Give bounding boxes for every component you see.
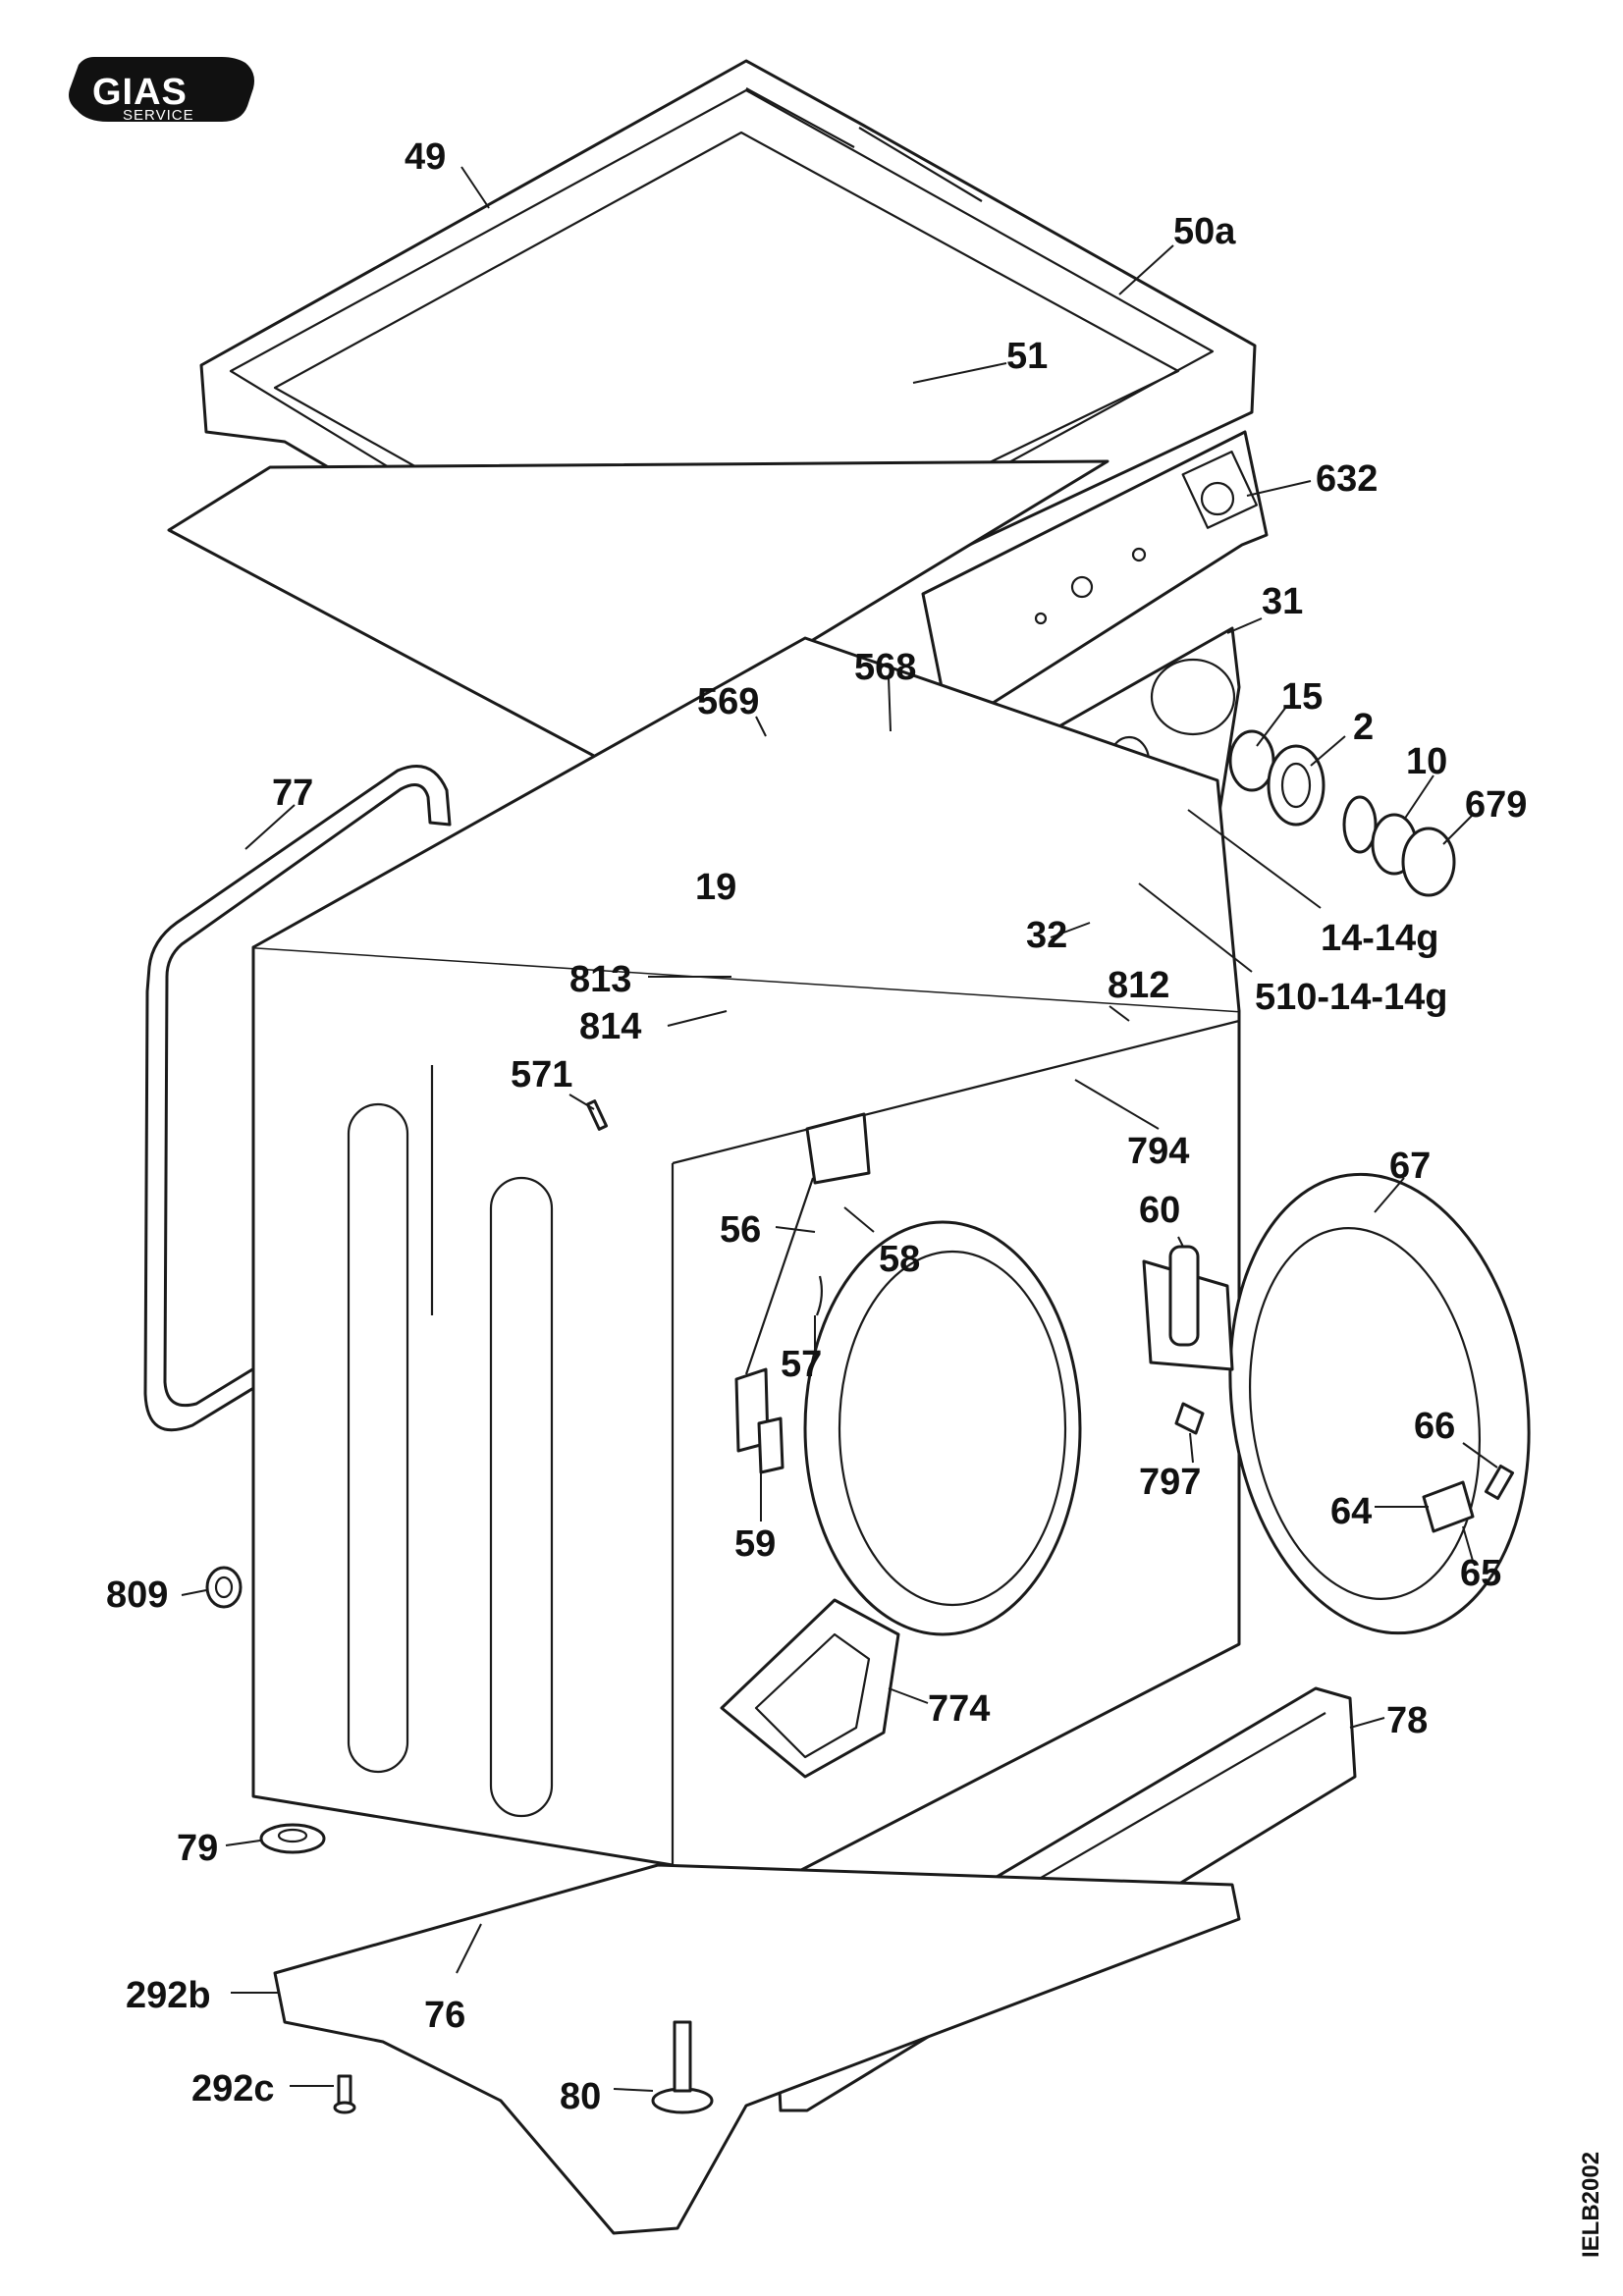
callout-58: 58 [879, 1239, 920, 1280]
callout-labels: 49 50a 51 632 31 568 569 15 2 10 679 77 … [106, 136, 1527, 2117]
callout-292c: 292c [191, 2068, 275, 2109]
callout-66: 66 [1414, 1406, 1455, 1447]
callout-571: 571 [511, 1054, 572, 1095]
callout-79: 79 [177, 1828, 218, 1869]
callout-65: 65 [1460, 1553, 1501, 1594]
callout-14-14g: 14-14g [1321, 918, 1438, 959]
callout-569: 569 [697, 681, 759, 722]
callout-76: 76 [424, 1995, 465, 2036]
callout-2: 2 [1353, 707, 1374, 748]
callout-50a: 50a [1173, 211, 1236, 252]
logo-brand-text: GIAS [92, 72, 188, 113]
callout-64: 64 [1330, 1491, 1372, 1532]
callout-60: 60 [1139, 1190, 1180, 1231]
cabinet-body [251, 636, 1241, 1936]
callout-679: 679 [1465, 784, 1527, 826]
callout-80: 80 [560, 2076, 601, 2117]
base-screw [333, 2074, 356, 2114]
callout-814: 814 [579, 1006, 641, 1047]
callout-49: 49 [405, 136, 446, 178]
callout-632: 632 [1316, 458, 1378, 500]
callout-510-14-14g: 510-14-14g [1255, 977, 1447, 1018]
callout-812: 812 [1108, 965, 1169, 1006]
drawing-code: IELB2002 [1578, 2152, 1604, 2258]
door-hinge [1142, 1245, 1234, 1435]
callout-57: 57 [781, 1344, 822, 1385]
callout-809: 809 [106, 1575, 168, 1616]
callout-51: 51 [1006, 336, 1048, 377]
worktop-panel [167, 459, 1109, 766]
door-latch [1422, 1465, 1515, 1533]
callout-78: 78 [1386, 1700, 1428, 1741]
callout-77: 77 [272, 773, 313, 814]
foot-pad [259, 1823, 326, 1854]
callout-774: 774 [928, 1688, 990, 1730]
grommet [205, 1566, 243, 1609]
door-interlock [734, 1112, 871, 1474]
door-assembly [1228, 1172, 1531, 1635]
callout-59: 59 [734, 1523, 776, 1565]
lower-panel-handle [720, 1598, 900, 1779]
callout-10: 10 [1406, 741, 1447, 782]
logo-subtitle-text: SERVICE [123, 107, 194, 124]
selector-knob-assembly [1228, 729, 1456, 897]
callout-32: 32 [1026, 915, 1067, 956]
callout-15: 15 [1281, 676, 1323, 718]
callout-797: 797 [1139, 1462, 1201, 1503]
callout-56: 56 [720, 1209, 761, 1251]
hood-seal-frame [143, 765, 456, 1432]
leveling-foot [651, 2020, 714, 2114]
callout-568: 568 [854, 647, 916, 688]
callout-292b: 292b [126, 1975, 211, 2016]
porthole-ring [803, 1220, 1082, 1636]
callout-794: 794 [1127, 1131, 1189, 1172]
callout-19: 19 [695, 867, 736, 908]
callout-813: 813 [569, 959, 631, 1000]
base-plate [273, 1863, 1241, 2235]
gias-service-logo: GIAS SERVICE [69, 57, 254, 124]
callout-67: 67 [1389, 1146, 1431, 1187]
leader-lines [181, 166, 1498, 2092]
callout-31: 31 [1262, 581, 1303, 622]
